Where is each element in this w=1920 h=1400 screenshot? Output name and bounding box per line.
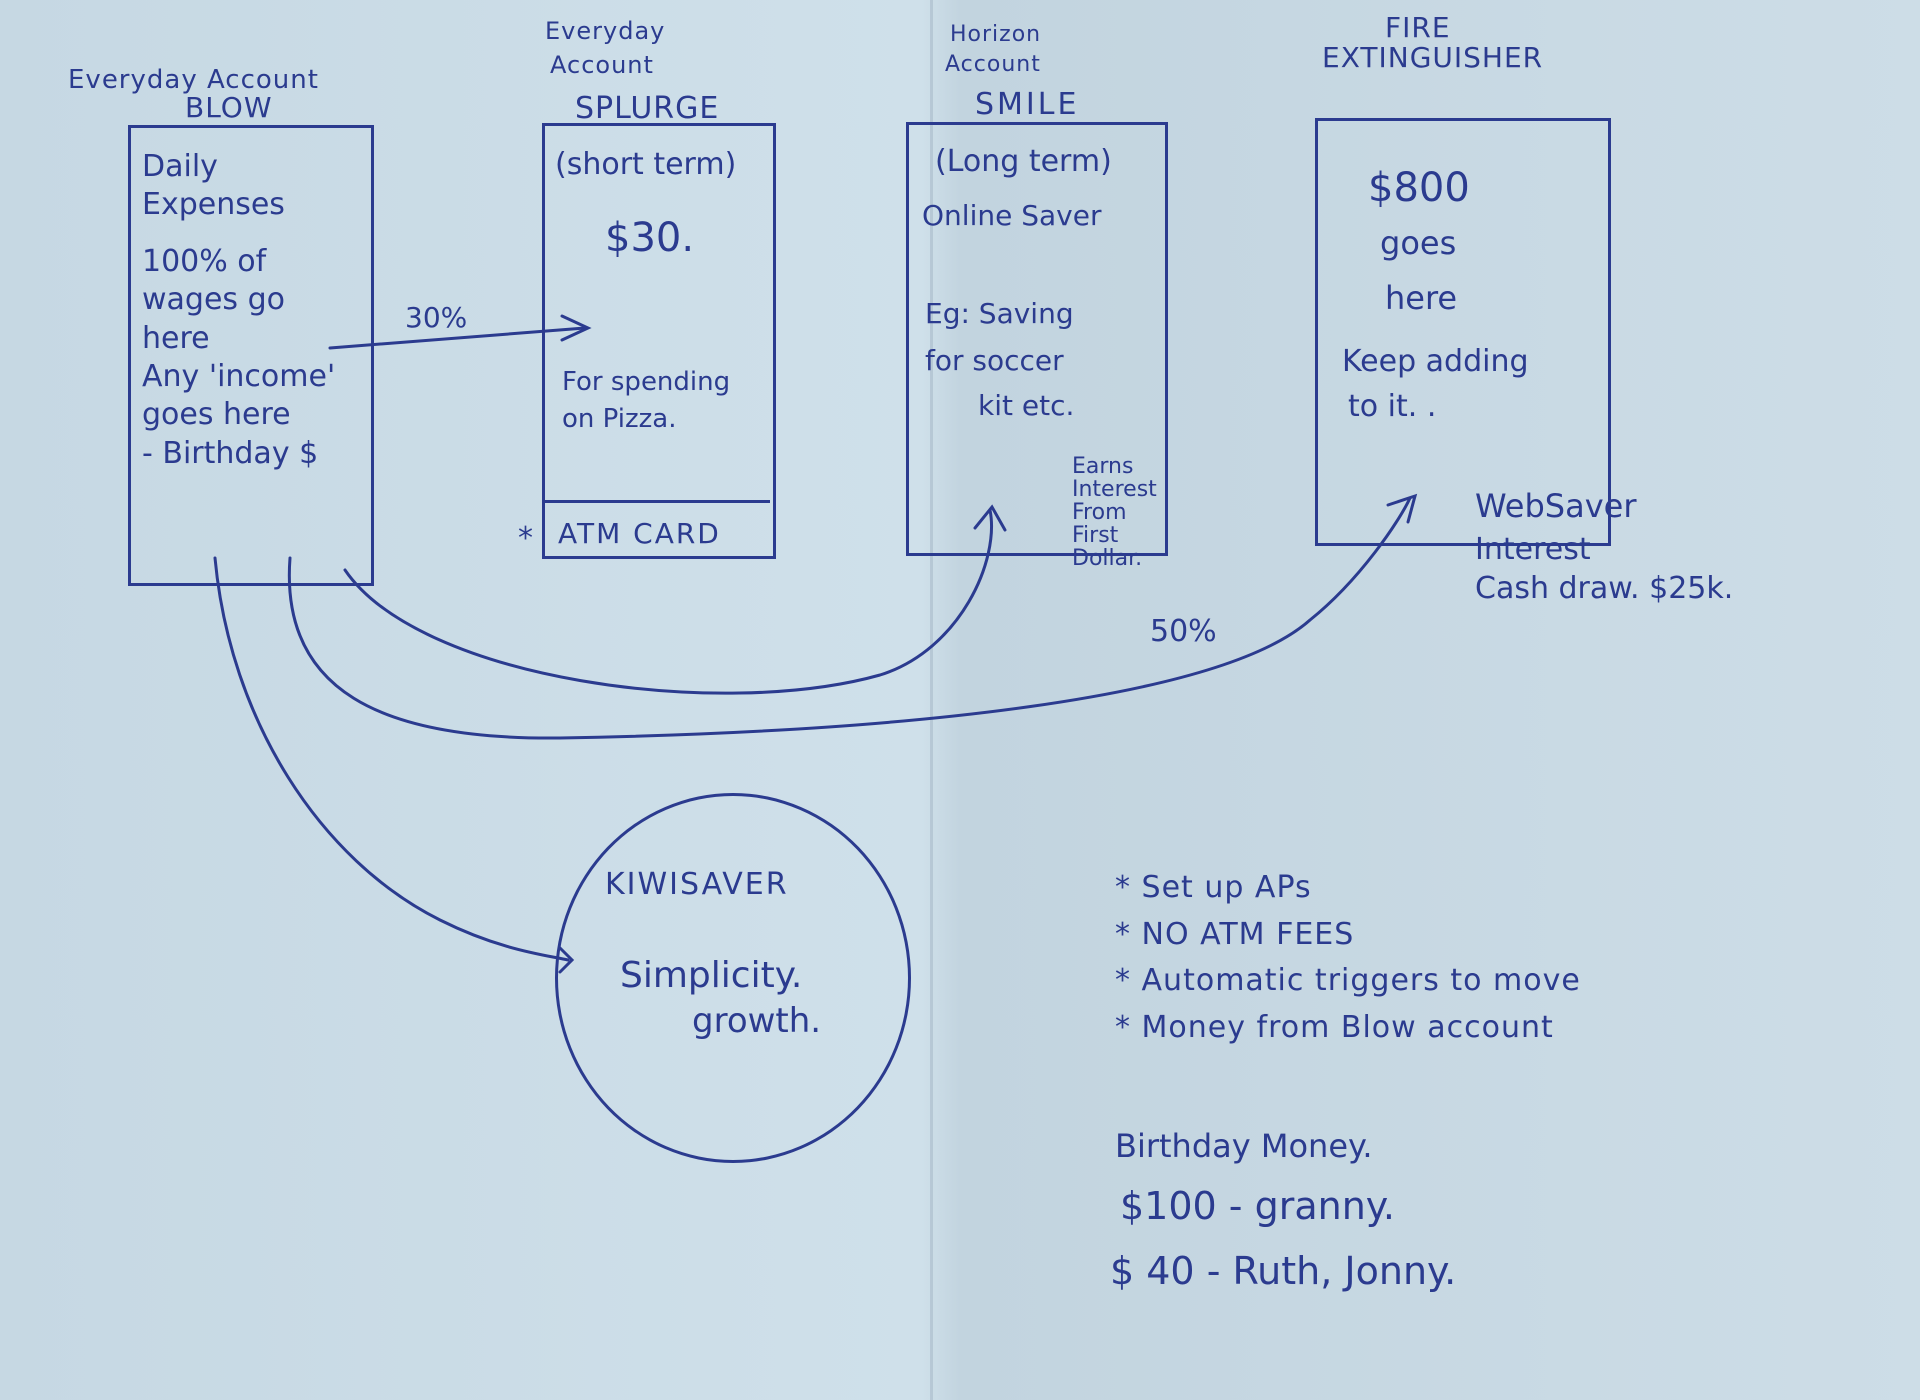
splurge-short-term: (short term) [555, 147, 737, 182]
blow-line: Expenses [142, 187, 285, 223]
fire-heading-2: EXTINGUISHER [1322, 41, 1544, 74]
fire-account-box [1315, 118, 1611, 546]
kiwisaver-simplicity: Simplicity. [620, 955, 803, 996]
birthday-item: $100 - granny. [1120, 1184, 1395, 1228]
splurge-account-box [542, 123, 776, 559]
arrowhead-fire [1386, 493, 1418, 524]
fire-interest: Interest [1475, 532, 1591, 567]
notes-list: * Set up APs * NO ATM FEES * Automatic t… [1115, 865, 1581, 1051]
fire-keep-adding-1: Keep adding [1342, 344, 1529, 379]
smile-note-line: From [1072, 500, 1127, 526]
blow-heading-1: Everyday Account [68, 65, 319, 95]
note-item: * Set up APs [1115, 870, 1312, 905]
smile-note-line: Earns [1072, 454, 1134, 479]
smile-online-saver: Online Saver [922, 199, 1102, 232]
blow-heading-2: BLOW [185, 91, 273, 124]
birthday-heading: Birthday Money. [1115, 1127, 1373, 1165]
blow-line: here [142, 320, 210, 356]
fire-line-here: here [1385, 279, 1458, 317]
birthday-item: $ 40 - Ruth, Jonny. [1110, 1249, 1457, 1293]
fire-line-goes: goes [1380, 224, 1457, 262]
splurge-amount: $30. [605, 215, 695, 261]
smile-account-box [906, 122, 1168, 556]
blow-line: wages go [142, 282, 285, 318]
fire-websaver: WebSaver [1475, 487, 1637, 525]
arrowhead-smile [973, 504, 1007, 532]
smile-heading-2: Account [945, 52, 1041, 77]
blow-line: 100% of [142, 243, 267, 279]
splurge-purpose-2: on Pizza. [562, 404, 677, 434]
kiwisaver-circle [555, 793, 911, 1163]
fire-cash-draw: Cash draw. $25k. [1475, 571, 1734, 606]
blow-account-text: Daily Expenses 100% of wages go here Any… [142, 148, 335, 473]
blow-line: Daily [142, 149, 218, 184]
kiwisaver-title: KIWISAVER [605, 867, 789, 902]
smile-heading-1: Horizon [950, 22, 1042, 47]
percent-to-fire: 50% [1150, 614, 1217, 649]
fire-heading-1: FIRE [1385, 11, 1451, 44]
splurge-heading-3: SPLURGE [575, 91, 720, 126]
blow-line: Any 'income' [142, 358, 336, 394]
blow-line: - Birthday $ [142, 435, 319, 471]
arrowhead-splurge [560, 314, 592, 342]
note-item: * NO ATM FEES [1115, 916, 1355, 952]
splurge-divider [542, 500, 770, 503]
smile-example-3: kit etc. [978, 389, 1075, 422]
note-item: * Automatic triggers to move [1115, 963, 1581, 998]
smile-note-line: First [1072, 523, 1119, 549]
smile-note-line: Interest [1072, 477, 1157, 503]
smile-long-term: (Long term) [935, 144, 1112, 179]
blow-account-box [128, 125, 374, 586]
splurge-heading-2: Account [550, 51, 654, 79]
smile-note-line: Dollar. [1072, 546, 1143, 572]
blow-line: goes here [142, 397, 291, 433]
atm-star: * [518, 521, 533, 556]
fire-amount: $800 [1368, 165, 1470, 211]
arrow-blow-to-fire [287, 496, 1412, 740]
splurge-purpose-1: For spending [562, 367, 731, 397]
splurge-atm-card: ATM CARD [558, 517, 721, 550]
kiwisaver-growth: growth. [692, 1001, 822, 1041]
smile-example-2: for soccer [925, 344, 1064, 377]
percent-to-splurge: 30% [405, 301, 468, 334]
fire-keep-adding-2: to it. . [1348, 389, 1437, 424]
note-item: * Money from Blow account [1115, 1009, 1554, 1045]
smile-example-1: Eg: Saving [925, 297, 1074, 330]
splurge-heading-1: Everyday [545, 17, 666, 45]
smile-interest-note: Earns Interest From First Dollar. [1072, 454, 1157, 572]
arrow-blow-to-smile [343, 508, 993, 695]
arrow-blow-to-kiwisaver [213, 556, 570, 962]
smile-heading-3: SMILE [975, 87, 1080, 122]
